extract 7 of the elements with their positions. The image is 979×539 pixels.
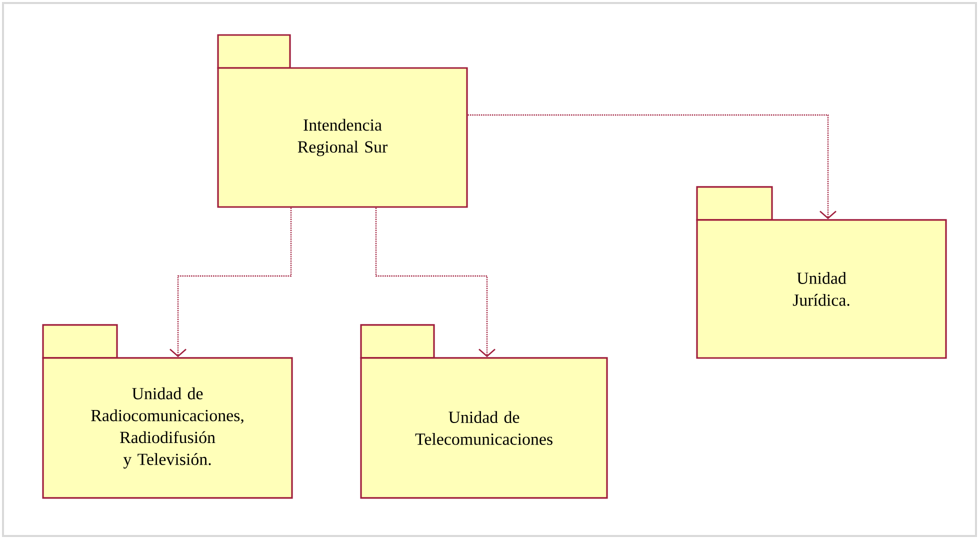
- package-box: Unidad Jurídica.: [696, 186, 947, 359]
- arrow: [468, 114, 836, 220]
- arrow: [375, 208, 496, 358]
- package-box: Unidad de Telecomunicaciones: [360, 324, 608, 499]
- package-box: Unidad de Radiocomunicaciones, Radiodifusión y Televisión.: [42, 324, 293, 499]
- package-box: Intendencia Regional Sur: [217, 34, 468, 208]
- arrow: [170, 208, 292, 358]
